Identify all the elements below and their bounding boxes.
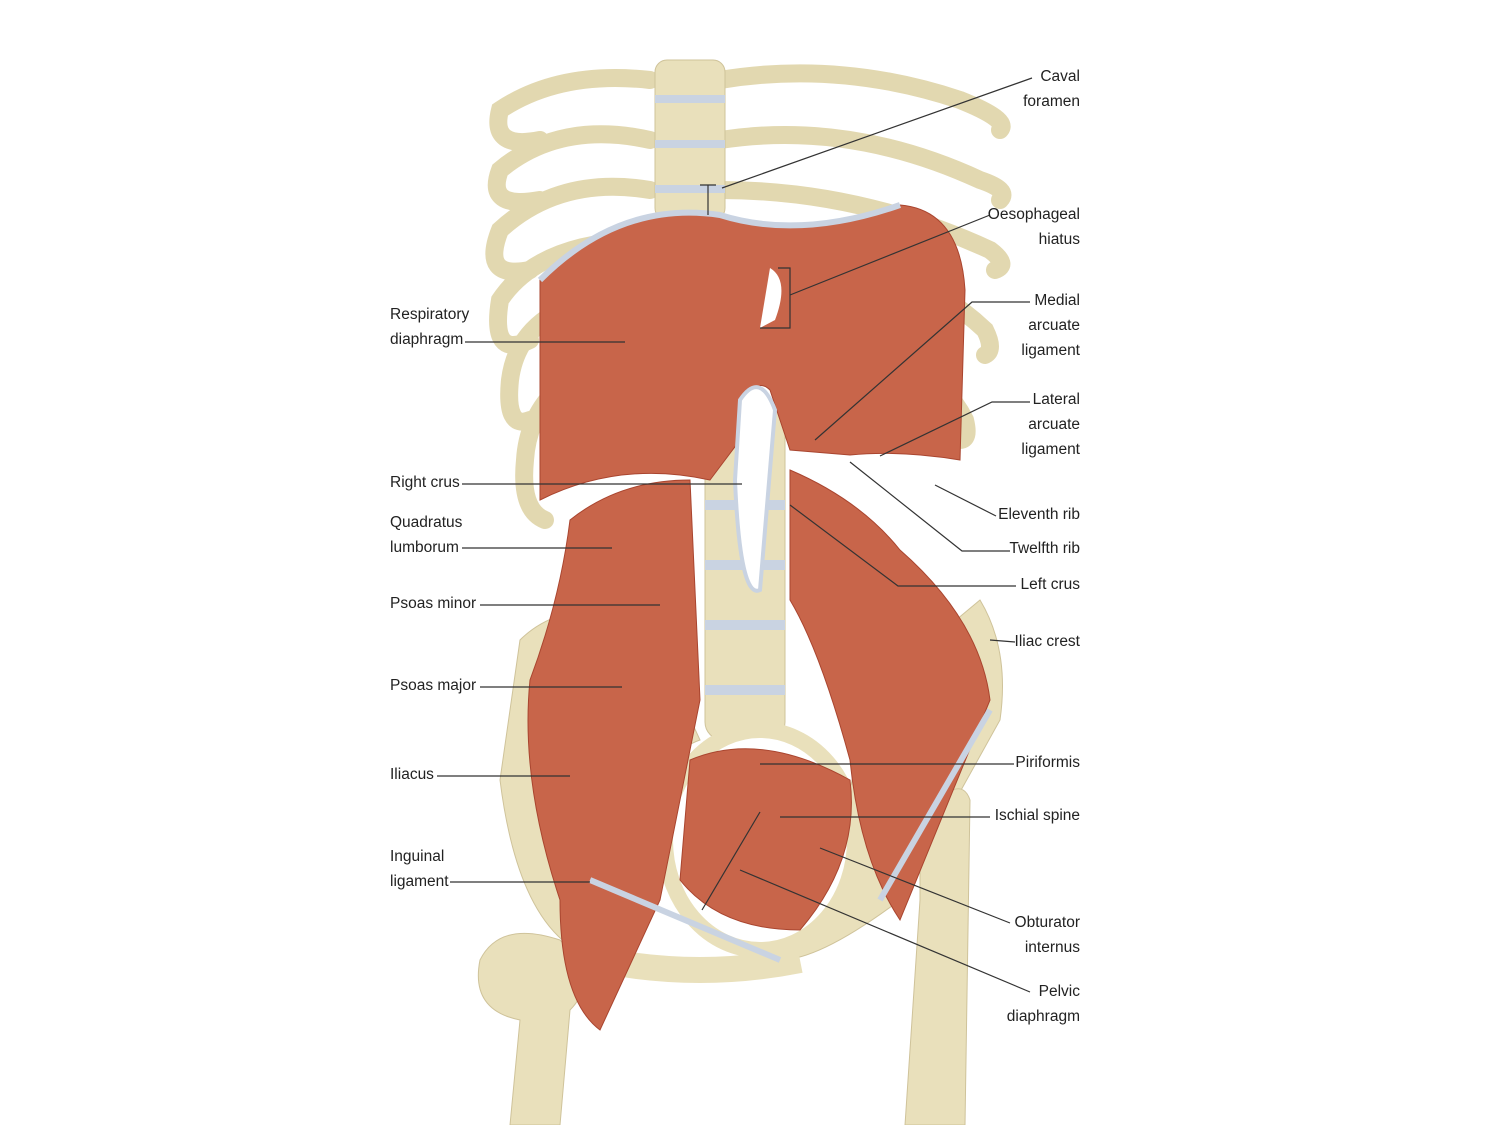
label-twelfth-rib: Twelfth rib [1009, 540, 1080, 557]
label-iliacus: Iliacus [390, 766, 434, 783]
label-left-crus: Left crus [1020, 576, 1080, 593]
label-psoas-minor: Psoas minor [390, 595, 477, 612]
label-inguinal-ligament: Inguinal ligament [390, 848, 449, 890]
label-psoas-major: Psoas major [390, 677, 477, 694]
label-ischial-spine: Ischial spine [994, 807, 1080, 824]
label-piriformis: Piriformis [1015, 754, 1080, 771]
label-caval-foramen: Caval foramen [1023, 68, 1080, 110]
label-medial-arcuate-ligament: Medial arcuate ligament [1021, 292, 1080, 359]
label-pelvic-diaphragm: Pelvic diaphragm [1006, 983, 1080, 1025]
label-quadratus-lumborum: Quadratus lumborum [390, 514, 463, 556]
label-oesophageal-hiatus: Oesophageal hiatus [987, 206, 1080, 248]
label-respiratory-diaphragm: Respiratory diaphragm [390, 306, 470, 348]
muscles [527, 202, 993, 1031]
label-iliac-crest: Iliac crest [1014, 633, 1080, 650]
label-lateral-arcuate-ligament: Lateral arcuate ligament [1021, 391, 1080, 458]
label-eleventh-rib: Eleventh rib [998, 506, 1080, 523]
label-right-crus: Right crus [390, 474, 460, 491]
femurs [477, 788, 971, 1125]
leader-lines [437, 77, 1033, 993]
label-obturator-internus: Obturator internus [1014, 914, 1080, 956]
